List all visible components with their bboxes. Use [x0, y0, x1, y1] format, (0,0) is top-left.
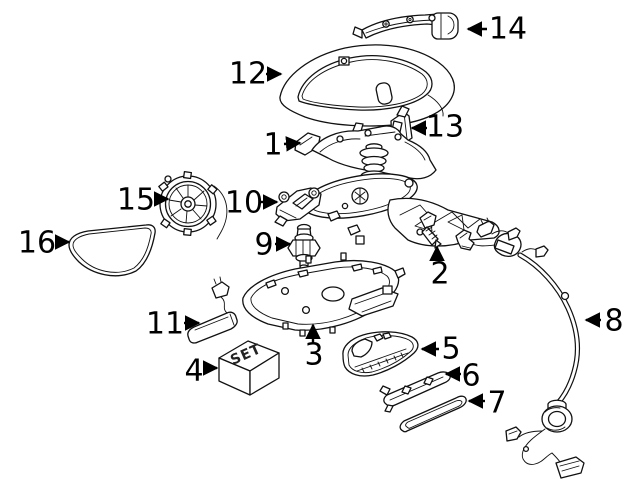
callout-11: 11 — [146, 307, 201, 342]
callout-6-label: 6 — [461, 359, 480, 394]
callout-2: 2 — [429, 245, 450, 292]
callout-16: 16 — [18, 226, 71, 261]
callout-10-label: 10 — [225, 186, 263, 221]
callout-7: 7 — [467, 386, 507, 421]
part-2-bolt-drawing — [419, 211, 442, 249]
part-11-lamp-pigtail-drawing — [187, 276, 238, 344]
callout-8-label: 8 — [604, 304, 623, 339]
callout-4-label: 4 — [184, 354, 203, 389]
callout-9-label: 9 — [254, 228, 273, 263]
callout-13: 13 — [410, 110, 464, 145]
callout-1-label: 1 — [263, 128, 282, 163]
callout-10: 10 — [225, 186, 279, 221]
callout-1-arrow — [283, 136, 302, 152]
callout-13-label: 13 — [426, 110, 464, 145]
part-7-lens-strip-drawing — [399, 395, 467, 433]
part-1-mirror-base-assembly-drawing — [294, 120, 500, 247]
part-12-mirror-cover-drawing — [279, 44, 455, 127]
callout-14-label: 14 — [489, 12, 527, 47]
part-4-set-box-drawing: SET — [218, 340, 280, 396]
callout-12-label: 12 — [229, 57, 267, 92]
callout-1: 1 — [263, 128, 302, 163]
callout-3: 3 — [304, 323, 324, 373]
callout-4: 4 — [184, 354, 219, 389]
part-8-wiring-harness-drawing — [455, 217, 585, 479]
callout-6: 6 — [444, 359, 481, 394]
part-3-housing-frame-drawing — [242, 252, 406, 337]
callout-16-label: 16 — [18, 226, 56, 261]
callout-7-label: 7 — [487, 386, 506, 421]
callout-12: 12 — [229, 57, 283, 92]
part-10-mounting-bracket-drawing — [274, 187, 322, 227]
part-15-mirror-motor-drawing — [158, 170, 228, 240]
callout-5: 5 — [420, 332, 461, 367]
callout-15-label: 15 — [117, 183, 155, 218]
part-5-lower-cover-drawing — [342, 331, 419, 377]
callout-11-label: 11 — [146, 307, 184, 342]
callout-9: 9 — [254, 228, 292, 263]
part-9-actuator-plug-drawing — [287, 223, 321, 270]
callout-15: 15 — [117, 183, 170, 218]
callout-3-label: 3 — [304, 338, 323, 373]
part-6-trim-strip-drawing — [379, 371, 451, 413]
callout-2-label: 2 — [430, 257, 449, 292]
part-16-mirror-glass-drawing — [68, 224, 156, 277]
callout-5-label: 5 — [441, 332, 460, 367]
part-14-turn-signal-strip-drawing — [352, 12, 459, 40]
callout-14: 14 — [466, 12, 527, 47]
callout-8: 8 — [584, 304, 624, 339]
